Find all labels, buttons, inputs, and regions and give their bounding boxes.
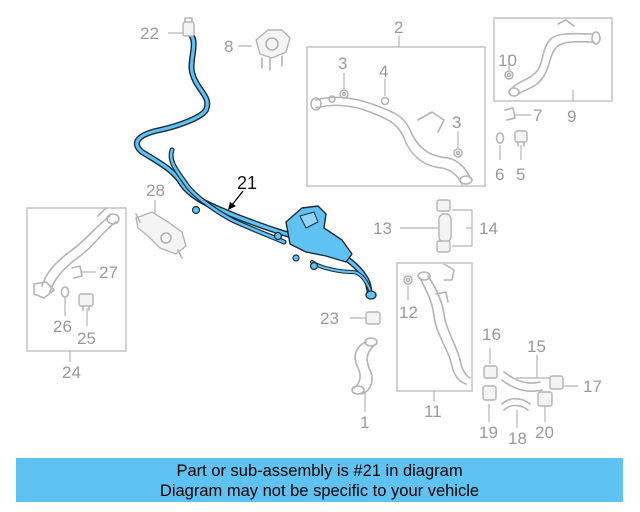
callout-15: 15: [527, 337, 546, 356]
part-21-hose-assembly: [133, 28, 377, 300]
part-18-hose: [501, 397, 531, 411]
part-3-clip-lower: [453, 148, 463, 158]
callout-16: 16: [482, 325, 501, 344]
leader-lines: [64, 32, 578, 428]
callout-labels: 22 8 2 3 4 3 10 7 9 6 5 21 28 27 26 25 2…: [53, 18, 602, 448]
part-28-housing: [135, 211, 187, 259]
part-22-connector: [182, 17, 195, 37]
part-27-clip: [71, 265, 83, 279]
part-12-clip: [403, 275, 413, 285]
callout-7: 7: [533, 106, 542, 125]
callout-22: 22: [140, 24, 159, 43]
callout-21-arrow: [228, 190, 244, 210]
part-16-connector: [483, 365, 498, 379]
callout-19: 19: [479, 423, 498, 442]
part-8-valve: [255, 29, 291, 71]
callout-2: 2: [394, 18, 403, 37]
callout-3-upper: 3: [338, 54, 347, 73]
part-10-clip: [504, 70, 514, 80]
part-6-oring: [495, 132, 505, 144]
callout-6: 6: [495, 165, 504, 184]
part-19-connector: [482, 385, 497, 401]
part-20-connector: [537, 391, 553, 407]
callout-10: 10: [498, 51, 517, 70]
callout-11: 11: [424, 402, 442, 421]
callout-24: 24: [62, 363, 81, 382]
part-1-hose: [351, 337, 378, 395]
part-7-clip: [504, 107, 516, 121]
group-box-2: [306, 46, 486, 187]
part-13-hose: [438, 213, 452, 243]
part-15-hose: [501, 371, 543, 393]
callout-13: 13: [373, 219, 392, 238]
callout-4: 4: [379, 62, 388, 81]
part-14-connector-upper: [436, 199, 451, 212]
group-box-24: [26, 207, 127, 352]
part-17-connector: [549, 375, 564, 390]
group-box-9: [493, 17, 613, 102]
callout-18: 18: [508, 429, 527, 448]
callout-17: 17: [583, 377, 602, 396]
banner-line-1: Part or sub-assembly is #21 in diagram: [176, 462, 463, 480]
callout-3-lower: 3: [452, 113, 461, 132]
part-2-coolant-pipe: [310, 95, 473, 185]
callout-1: 1: [360, 413, 369, 432]
callout-27: 27: [99, 263, 118, 282]
banner-line-2: Diagram may not be specific to your vehi…: [159, 482, 480, 500]
callout-28: 28: [146, 181, 165, 200]
part-25-connector: [78, 293, 94, 311]
part-11-pipe: [417, 263, 471, 385]
callout-9: 9: [567, 107, 576, 126]
part-9-pipe: [508, 19, 601, 97]
callout-14: 14: [479, 219, 498, 238]
callout-23: 23: [320, 309, 339, 328]
callout-5: 5: [516, 165, 525, 184]
part-26-oring: [60, 286, 70, 298]
info-banner: Part or sub-assembly is #21 in diagram D…: [16, 458, 623, 502]
part-14-connector-lower: [436, 240, 451, 253]
callout-26: 26: [53, 317, 72, 336]
part-23-connector: [365, 311, 381, 325]
part-4-bolt: [380, 96, 390, 106]
callout-21: 21: [237, 173, 257, 193]
part-24-pipe: [33, 207, 120, 299]
callout-20: 20: [535, 423, 554, 442]
callout-8: 8: [224, 37, 233, 56]
callout-25: 25: [77, 329, 96, 348]
part-3-clip-upper: [339, 89, 349, 99]
part-5-connector: [514, 130, 528, 147]
callout-12: 12: [399, 303, 418, 322]
